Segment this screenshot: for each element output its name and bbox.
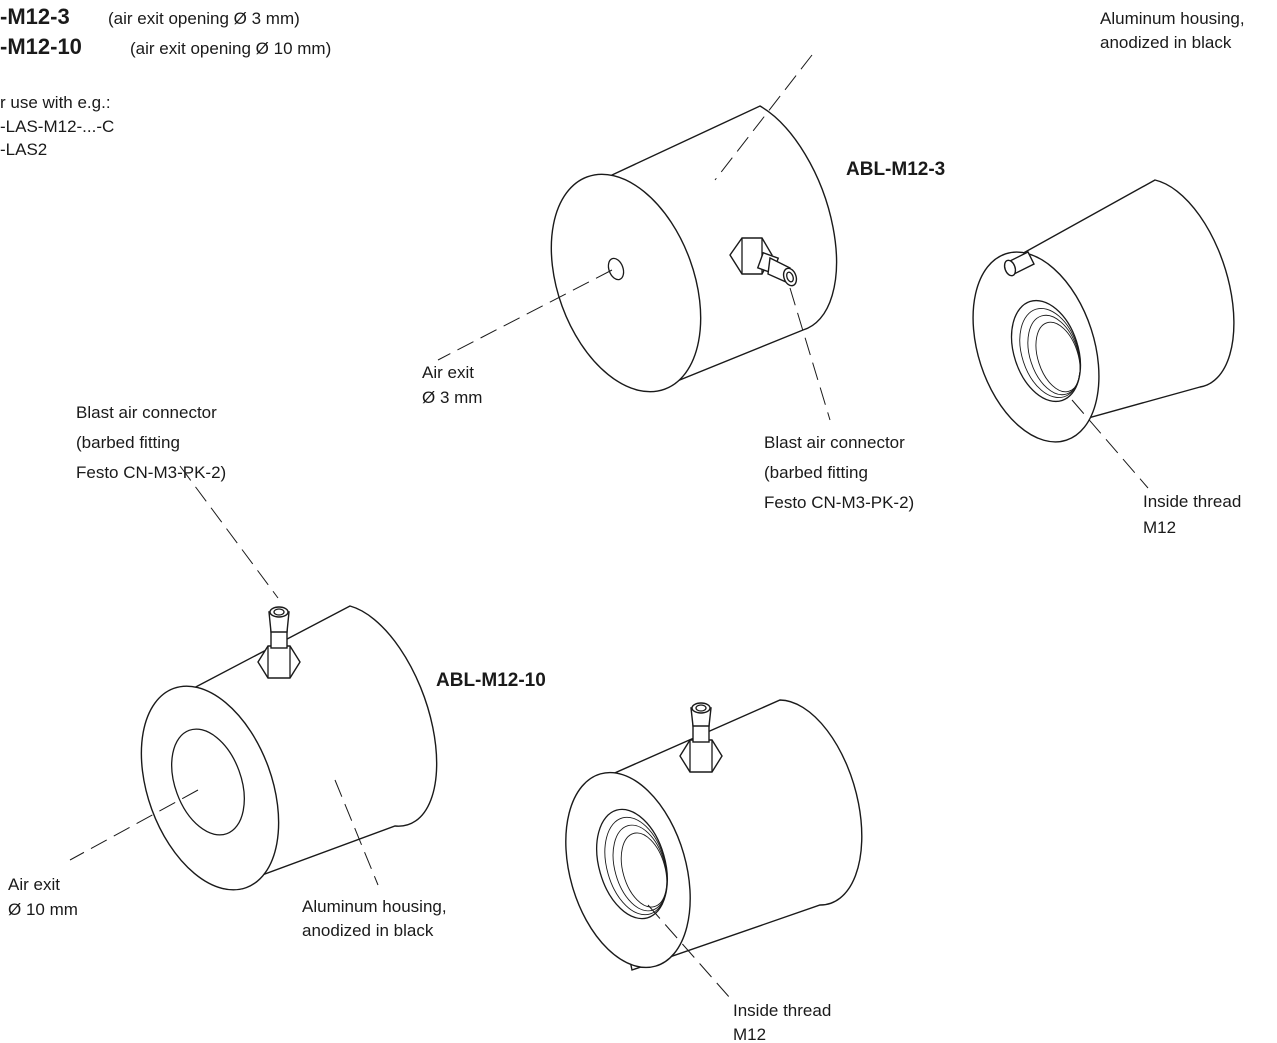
- label-air-exit-3-line2: Ø 3 mm: [422, 388, 482, 407]
- header-note-10: (air exit opening Ø 10 mm): [130, 39, 331, 58]
- label-thread-10-line2: M12: [733, 1025, 766, 1043]
- label-air-exit-3-line1: Air exit: [422, 363, 474, 382]
- label-housing-3-line2: anodized in black: [1100, 33, 1232, 52]
- header-model-3: -M12-3: [0, 4, 70, 29]
- label-housing-10-line2: anodized in black: [302, 921, 434, 940]
- barbed-fitting-icon: [679, 702, 723, 773]
- label-connector-3-line3: Festo CN-M3-PK-2): [764, 493, 914, 512]
- leader-housing-3: [714, 54, 813, 181]
- use-with-item: -LAS-M12-...-C: [0, 117, 114, 136]
- abl-m12-3-front-view: [550, 105, 838, 393]
- abl-m12-3-rear-view: [972, 179, 1235, 443]
- abl-m12-10-front-view: [140, 605, 438, 891]
- label-thread-10-line1: Inside thread: [733, 1001, 831, 1020]
- leader-thread-3: [1071, 399, 1149, 489]
- leader-connector-10: [179, 465, 279, 599]
- abl-m12-10-rear-view: [565, 699, 863, 971]
- barbed-fitting-icon: [257, 606, 301, 679]
- model-label-abl-m12-3: ABL-M12-3: [846, 159, 945, 180]
- label-connector-10-line1: Blast air connector: [76, 403, 217, 422]
- barbed-fitting-icon: [1003, 251, 1035, 277]
- label-housing-3-line1: Aluminum housing,: [1100, 9, 1245, 28]
- header-model-10: -M12-10: [0, 34, 82, 59]
- label-connector-10-line3: Festo CN-M3-PK-2): [76, 463, 226, 482]
- barbed-fitting-icon: [729, 237, 798, 287]
- leader-connector-3: [789, 287, 831, 421]
- use-with-item: -LAS2: [0, 140, 47, 159]
- label-connector-3-line2: (barbed fitting: [764, 463, 868, 482]
- label-connector-3-line1: Blast air connector: [764, 433, 905, 452]
- label-thread-3-line2: M12: [1143, 518, 1176, 537]
- leader-thread-10: [647, 904, 731, 999]
- leader-housing-10: [334, 779, 379, 886]
- leader-air-exit-10: [69, 789, 199, 861]
- leader-air-exit-3: [437, 269, 613, 361]
- label-thread-3-line1: Inside thread: [1143, 492, 1241, 511]
- use-with-title: r use with e.g.:: [0, 93, 111, 112]
- header-block: -M12-3 (air exit opening Ø 3 mm) -M12-10…: [0, 4, 331, 159]
- label-air-exit-10-line2: Ø 10 mm: [8, 900, 78, 919]
- header-note-3: (air exit opening Ø 3 mm): [108, 9, 300, 28]
- label-air-exit-10-line1: Air exit: [8, 875, 60, 894]
- label-connector-10-line2: (barbed fitting: [76, 433, 180, 452]
- label-housing-10-line1: Aluminum housing,: [302, 897, 447, 916]
- model-label-abl-m12-10: ABL-M12-10: [436, 670, 546, 691]
